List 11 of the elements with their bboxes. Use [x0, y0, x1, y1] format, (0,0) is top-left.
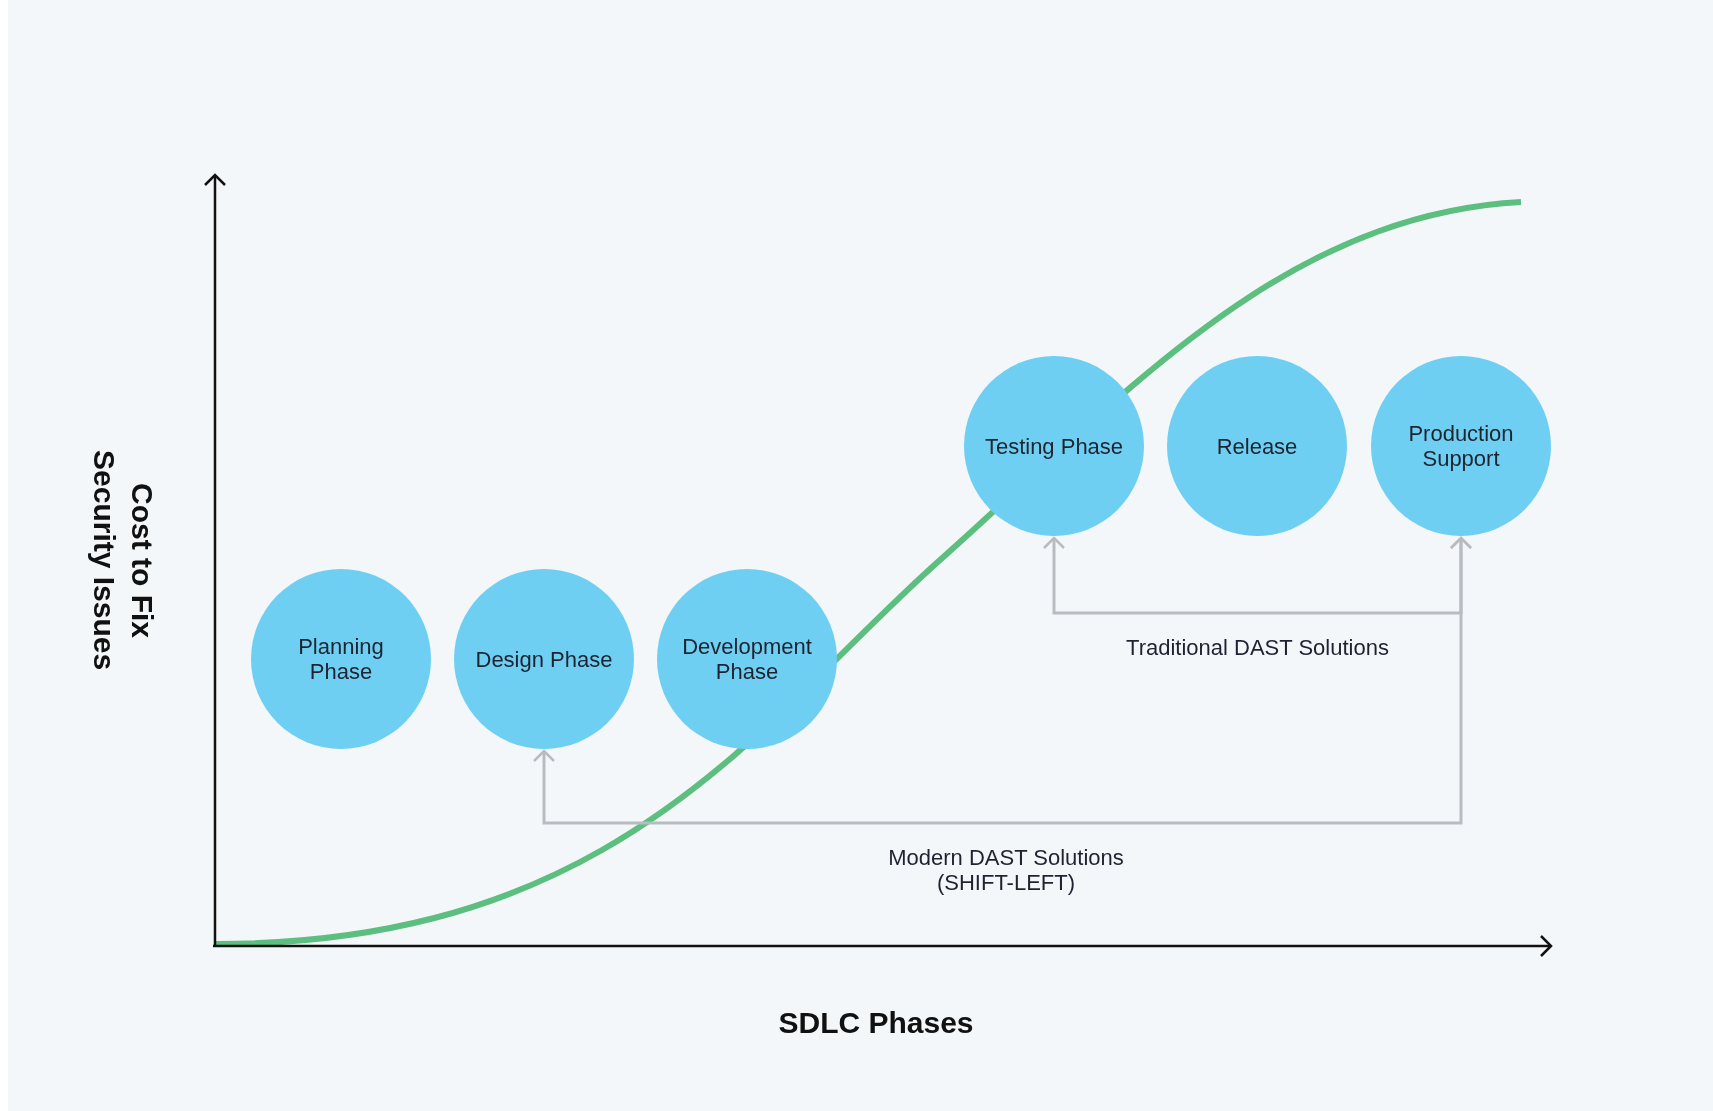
edge-label: Traditional DAST Solutions — [1125, 635, 1390, 660]
axis-title: SDLC Phases — [777, 1006, 975, 1040]
phase-label: Release — [1216, 433, 1298, 459]
phase-label: Design Phase — [475, 646, 613, 672]
edge-label: Modern DAST Solutions (SHIFT-LEFT) — [887, 845, 1125, 895]
phase-label: Production Support — [1407, 421, 1515, 471]
axis-title: Cost to Fix Security Issues — [87, 448, 160, 673]
bracket-arrow — [532, 536, 1473, 825]
phase-label: Development Phase — [681, 634, 813, 684]
phase-label: Planning Phase — [297, 634, 385, 684]
phase-label: Testing Phase — [984, 433, 1124, 459]
